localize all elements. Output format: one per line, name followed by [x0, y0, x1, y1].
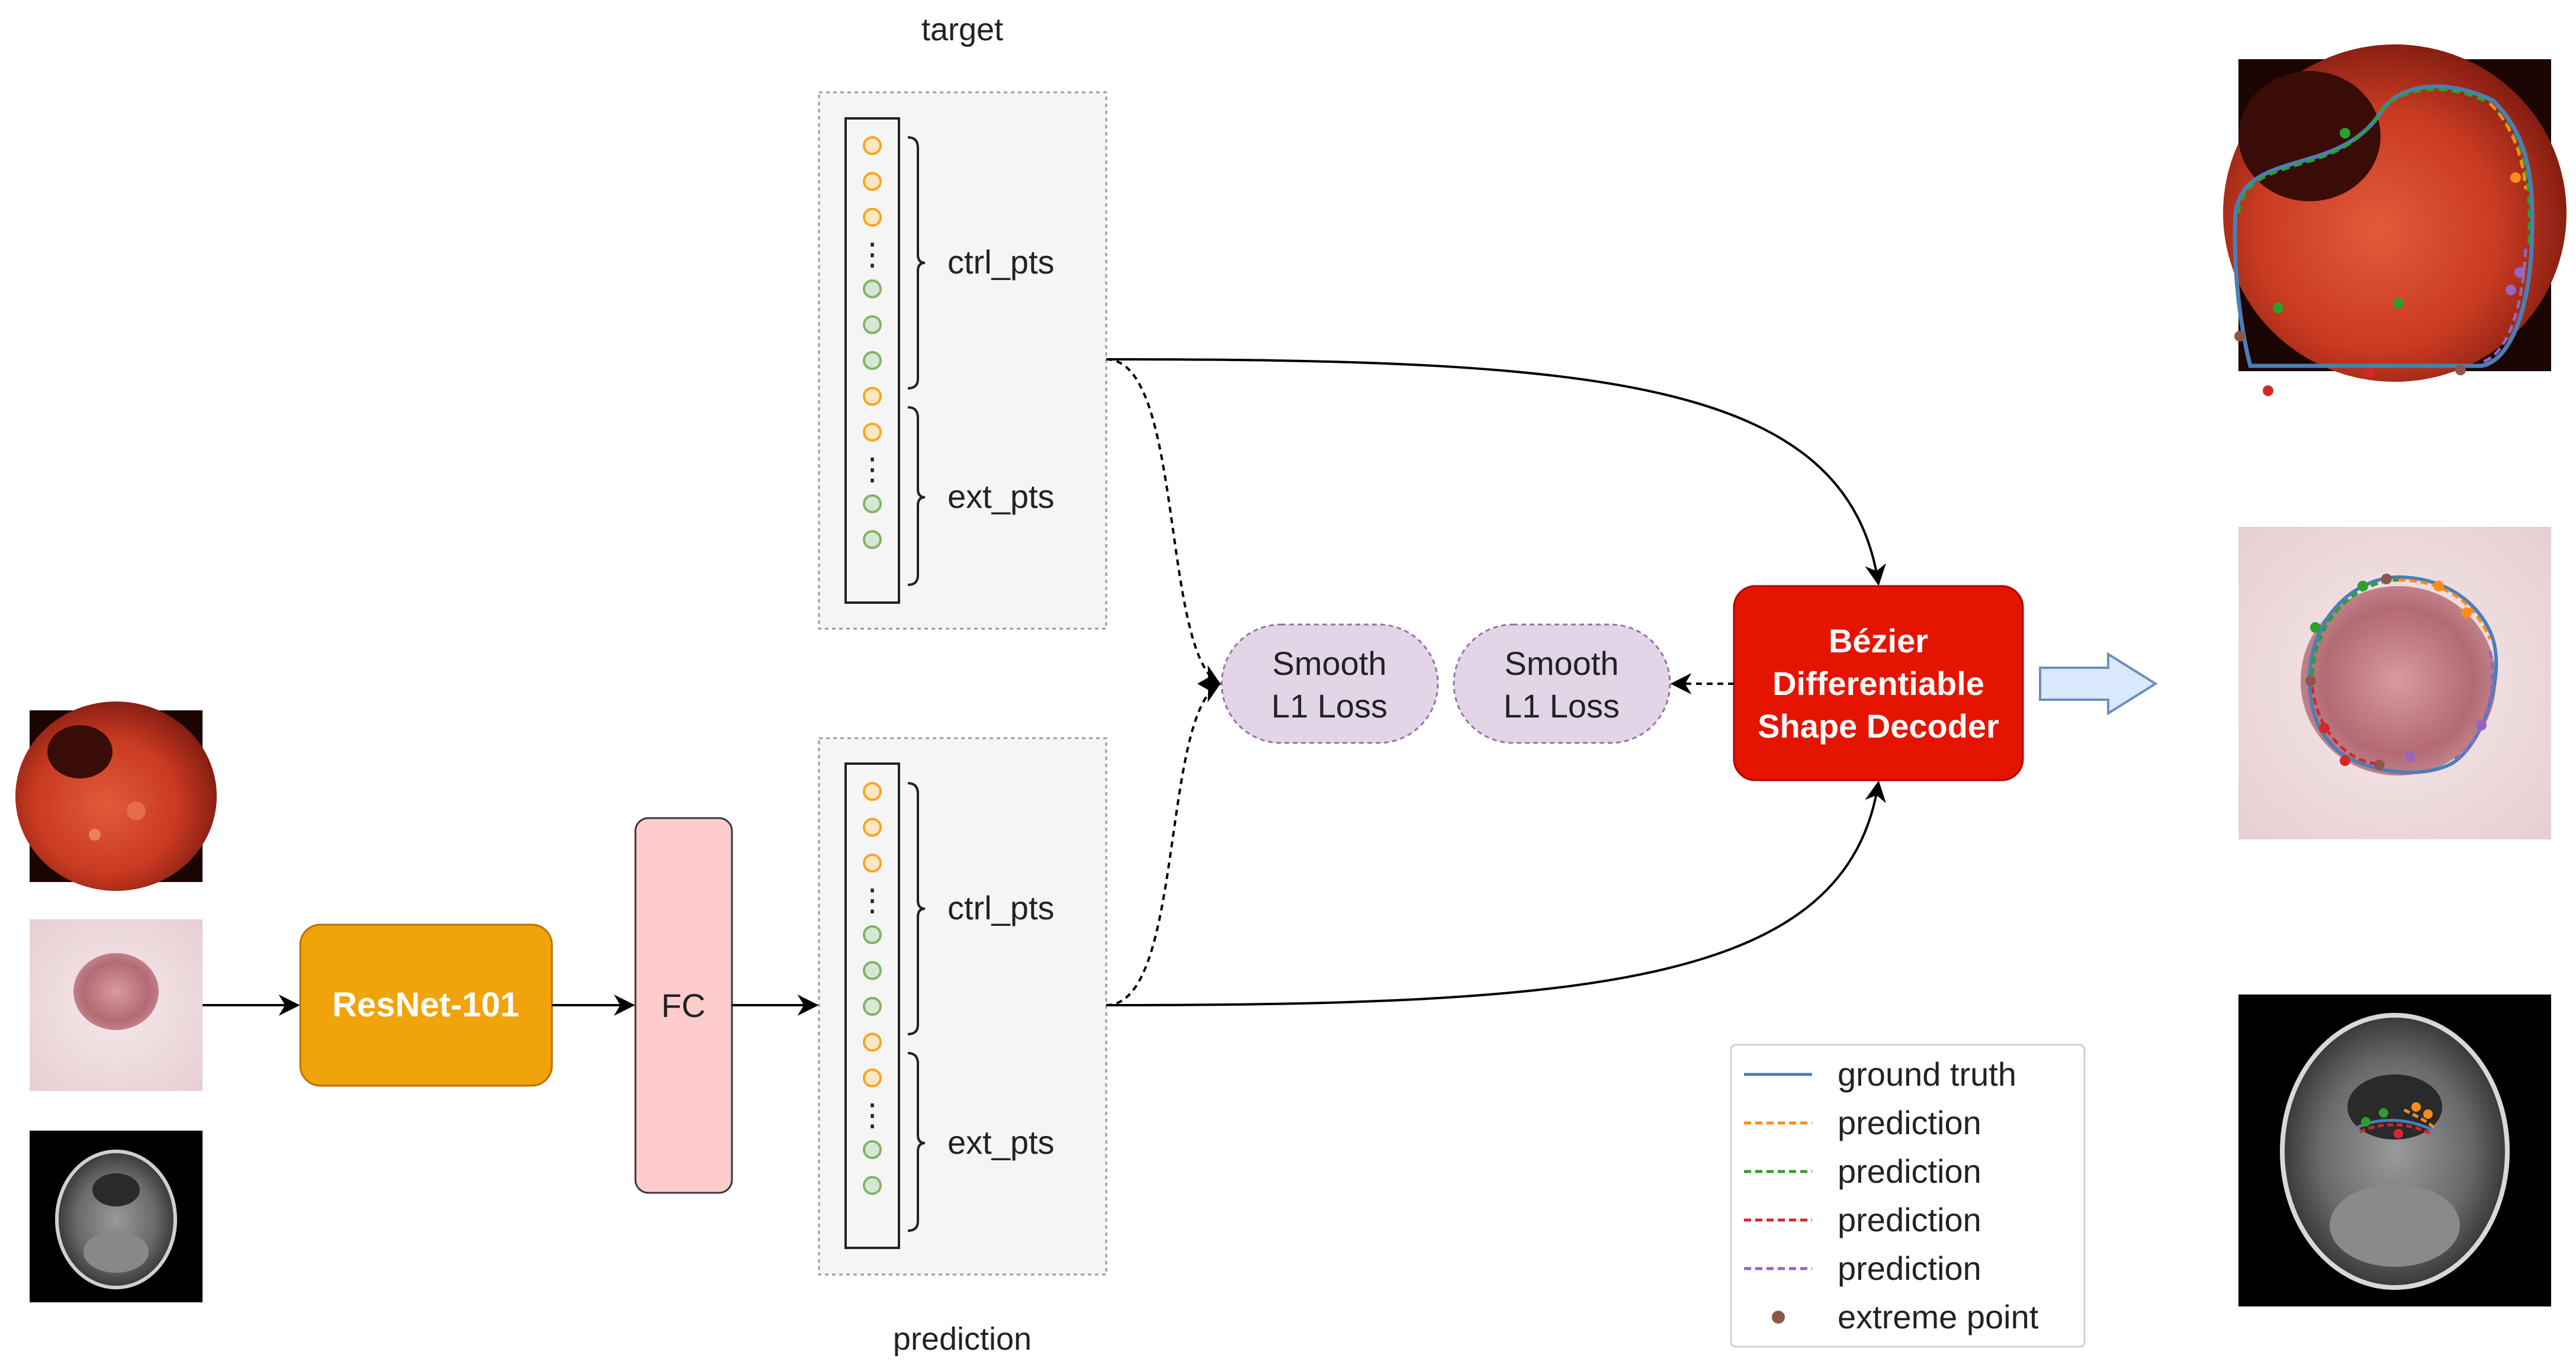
loss-left-line1: Smooth: [1273, 645, 1387, 682]
legend-label: ground truth: [1838, 1055, 2016, 1093]
point-orange: [863, 423, 882, 442]
point-orange: [863, 1069, 882, 1087]
prediction-ext-bracket: [907, 1052, 926, 1232]
target-panel: [818, 91, 1107, 630]
loss-right-line2: L1 Loss: [1504, 687, 1620, 725]
vertical-ellipsis: ⋮: [857, 884, 888, 918]
fc-block: FC: [634, 817, 733, 1194]
prediction-ctrl-bracket: [907, 782, 926, 1035]
input-endoscopy-image: [15, 701, 217, 891]
point-green: [863, 279, 882, 298]
point-green: [863, 1140, 882, 1159]
target-ctrl-pts-label: ctrl_pts: [947, 243, 1055, 281]
input-brain-mri-image: [30, 1131, 203, 1302]
arrow-target-to-decoder: [1106, 358, 1886, 586]
point-orange: [863, 782, 882, 801]
resnet-block: ResNet-101: [299, 923, 553, 1087]
smooth-l1-loss-left: Smooth L1 Loss: [1220, 623, 1439, 744]
prediction-title: prediction: [893, 1321, 1032, 1357]
point-green: [863, 351, 882, 370]
point-orange: [863, 387, 882, 406]
legend-label: prediction: [1838, 1153, 1981, 1190]
arrow-prediction-to-decoder: [1106, 780, 1886, 1006]
target-ext-pts-label: ext_pts: [947, 478, 1055, 515]
prediction-point-column: ⋮⋮: [857, 782, 888, 1195]
arrow-prediction-to-loss: [1106, 683, 1222, 1006]
prediction-ctrl-pts-label: ctrl_pts: [947, 889, 1055, 926]
point-orange: [863, 136, 882, 155]
point-orange: [863, 172, 882, 191]
point-orange: [863, 208, 882, 227]
point-green: [863, 530, 882, 549]
legend-label: prediction: [1838, 1104, 1981, 1141]
legend-item: prediction: [1744, 1250, 1981, 1287]
output-endoscopy-image: [2223, 44, 2567, 396]
connectors: [203, 358, 1886, 1016]
decoder-line2: Differentiable: [1772, 665, 1984, 702]
legend-item: prediction: [1744, 1153, 1981, 1190]
smooth-l1-loss-right: Smooth L1 Loss: [1453, 623, 1671, 744]
arrow-target-to-loss: [1106, 358, 1222, 685]
vertical-ellipsis: ⋮: [857, 453, 888, 487]
point-green: [863, 925, 882, 944]
input-skin-image: [30, 919, 203, 1091]
bezier-decoder-block: Bézier Differentiable Shape Decoder: [1733, 585, 2024, 781]
target-ctrl-bracket: [907, 136, 926, 390]
legend-label: prediction: [1838, 1201, 1981, 1238]
loss-left-line2: L1 Loss: [1271, 687, 1387, 725]
target-title: target: [921, 12, 1003, 47]
prediction-panel: [818, 737, 1107, 1276]
output-brain-mri-image: [2238, 995, 2551, 1306]
point-orange: [863, 1032, 882, 1052]
resnet-label: ResNet-101: [332, 986, 519, 1024]
legend-item: ground truth: [1744, 1055, 2016, 1093]
fc-label: FC: [661, 987, 706, 1024]
target-ext-bracket: [907, 406, 926, 586]
prediction-ext-pts-label: ext_pts: [947, 1124, 1055, 1161]
point-green: [863, 315, 882, 334]
vertical-ellipsis: ⋮: [857, 238, 888, 272]
point-orange: [863, 854, 882, 873]
point-green: [863, 494, 882, 513]
legend: ground truth prediction prediction predicti…: [1730, 1044, 2086, 1348]
legend-marker-dot: [1772, 1311, 1785, 1324]
loss-right-line1: Smooth: [1505, 645, 1619, 682]
point-green: [863, 1176, 882, 1195]
legend-item: prediction: [1744, 1104, 1981, 1141]
legend-item: extreme point: [1772, 1298, 2039, 1335]
point-green: [863, 961, 882, 980]
output-block-arrow: [2039, 652, 2158, 716]
point-orange: [863, 818, 882, 837]
legend-label: extreme point: [1838, 1298, 2039, 1335]
decoder-line3: Shape Decoder: [1758, 707, 1999, 745]
legend-label: prediction: [1838, 1250, 1981, 1287]
vertical-ellipsis: ⋮: [857, 1099, 888, 1133]
target-point-column: ⋮⋮: [857, 136, 888, 549]
decoder-line1: Bézier: [1829, 622, 1928, 659]
legend-item: prediction: [1744, 1201, 1981, 1238]
point-green: [863, 997, 882, 1016]
output-skin-image: [2238, 527, 2551, 839]
